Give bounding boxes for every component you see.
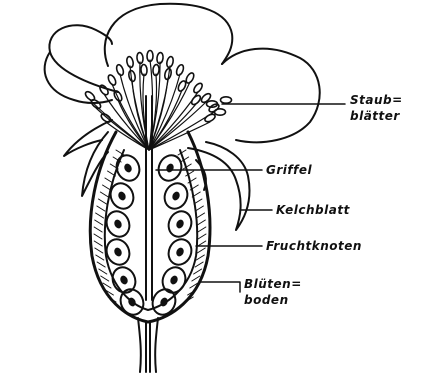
ovule-seed [175, 218, 185, 229]
hatch-line [98, 199, 106, 204]
label-receptacle-line2: boden [244, 293, 289, 307]
anther [107, 74, 117, 87]
hatch-line [196, 255, 204, 260]
ovule-seed [113, 218, 123, 229]
label-sepal: Kelchblatt [276, 203, 351, 217]
ovule-seed [165, 162, 175, 173]
ovules [103, 152, 196, 319]
anther [221, 97, 232, 103]
hatch-line [192, 276, 200, 281]
hatch-line [197, 213, 205, 218]
anther [98, 84, 109, 96]
anther [204, 113, 217, 123]
ovule-seed [123, 162, 133, 173]
stem [138, 318, 158, 372]
ovule-seed [171, 190, 181, 201]
hatch-line [195, 262, 203, 267]
hatch-line [94, 227, 102, 232]
labels: Staub= blätter Griffel Kelchblatt Frucht… [244, 93, 403, 307]
anther [84, 90, 96, 102]
anther [215, 109, 226, 115]
petal-center [105, 4, 233, 66]
hatch-line [198, 234, 206, 239]
hatch-line [99, 269, 107, 274]
hatch-line [194, 269, 202, 274]
label-style: Griffel [266, 163, 312, 177]
anther [175, 64, 185, 76]
label-receptacle-line1: Blüten= [244, 277, 302, 291]
hatch-line [94, 241, 102, 246]
sepal-left [64, 120, 112, 156]
anther [200, 92, 212, 104]
ovule-seed [175, 246, 185, 257]
hatch-line [95, 248, 103, 253]
hatch-line [96, 255, 104, 260]
leader-receptacle [200, 282, 240, 292]
hatch-line [105, 178, 113, 183]
hatch-line [195, 206, 203, 211]
hatch-line [96, 213, 104, 218]
ovule-seed [119, 274, 129, 285]
anther [190, 94, 202, 106]
hatch-line [94, 234, 102, 239]
anther [113, 90, 124, 103]
hatch-line [100, 192, 108, 197]
anther [192, 82, 204, 94]
ovule-seed [113, 246, 123, 257]
ovule-seed [169, 274, 179, 285]
hatch-line [97, 206, 105, 211]
hatch-line [198, 227, 206, 232]
anther [115, 64, 124, 76]
hatch-line [103, 185, 111, 190]
receptacle-hatching [94, 150, 206, 302]
hatch-line [95, 220, 103, 225]
label-stamens-line1: Staub= [350, 93, 403, 107]
hatch-line [197, 220, 205, 225]
hatch-line [97, 262, 105, 267]
petal-right [222, 49, 320, 143]
style [146, 96, 152, 300]
hatch-line [197, 248, 205, 253]
hatch-line [101, 276, 109, 281]
label-stamens-line2: blätter [350, 109, 400, 123]
label-ovary: Fruchtknoten [266, 239, 362, 253]
ovule-seed [117, 190, 127, 201]
